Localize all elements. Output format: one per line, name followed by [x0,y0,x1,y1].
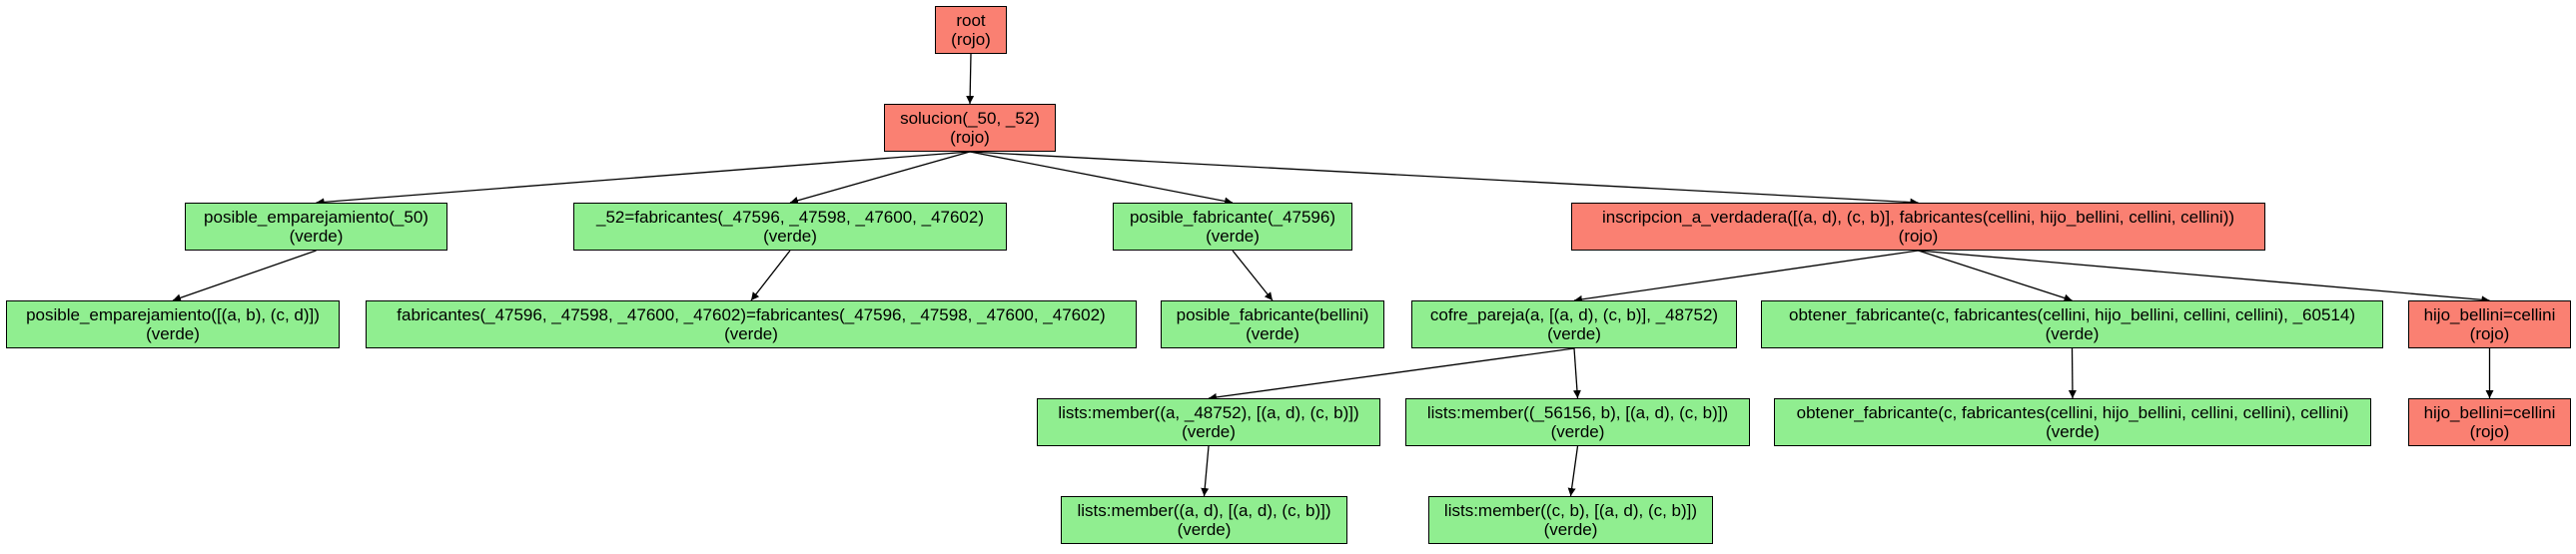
edge-pos-fab-to-pos-fab2 [1232,250,1274,301]
node-status: (verde) [1177,520,1232,539]
node-solucion: solucion(_50, _52)(rojo) [884,104,1056,152]
node-status: (verde) [1547,324,1601,343]
node-label: posible_emparejamiento(_50) [204,208,429,227]
node-label: obtener_fabricante(c, fabricantes(cellin… [1796,403,2349,422]
node-status: (verde) [2046,422,2100,441]
edge-mem1-to-mem1b [1201,445,1210,497]
node-status: (verde) [724,324,778,343]
node-mem1: lists:member((a, _48752), [(a, d), (c, b… [1037,398,1380,446]
node-status: (rojo) [951,30,991,49]
node-status: (verde) [1206,227,1260,246]
node-pos-fab: posible_fabricante(_47596)(verde) [1113,203,1352,251]
node-status: (verde) [1246,324,1299,343]
node-status: (rojo) [1898,227,1939,246]
node-label: solucion(_50, _52) [900,109,1040,128]
edge-solucion-to-inscr [969,151,1919,207]
node-label: lists:member((a, _48752), [(a, d), (c, b… [1058,403,1359,422]
node-status: (verde) [1182,422,1236,441]
node-hijo2: hijo_bellini=cellini(rojo) [2408,398,2571,446]
edge-pos-emp-to-pos-emp2 [172,250,317,302]
node-label: lists:member((c, b), [(a, d), (c, b)]) [1443,501,1698,520]
node-status: (verde) [1550,422,1605,441]
edge-root-to-solucion [966,53,975,105]
node-cofre: cofre_pareja(a, [(a, d), (c, b)], _48752… [1411,300,1737,348]
edge-obt-to-obt2 [2068,347,2077,399]
node-status: (verde) [763,227,817,246]
edge-eq52-to-fab-eq [750,250,791,301]
node-label: hijo_bellini=cellini [2423,403,2556,422]
node-pos-emp2: posible_emparejamiento([(a, b), (c, d)])… [6,300,340,348]
node-mem1b: lists:member((a, d), [(a, d), (c, b)])(v… [1061,496,1347,544]
node-pos-fab2: posible_fabricante(bellini)(verde) [1161,300,1384,348]
node-inscr: inscripcion_a_verdadera([(a, d), (c, b)]… [1571,203,2265,251]
edge-inscr-to-obt [1918,250,2073,302]
node-label: posible_fabricante(bellini) [1176,305,1369,324]
node-label: hijo_bellini=cellini [2423,305,2556,324]
node-label: root [956,11,986,30]
edge-cofre-to-mem1 [1208,347,1575,401]
edge-solucion-to-pos-emp [316,151,971,207]
node-status: (rojo) [950,128,990,147]
node-status: (verde) [2045,324,2100,343]
node-label: _52=fabricantes(_47596, _47598, _47600, … [595,208,985,227]
node-obt: obtener_fabricante(c, fabricantes(cellin… [1761,300,2383,348]
node-status: (verde) [1543,520,1598,539]
node-label: fabricantes(_47596, _47598, _47600, _476… [397,305,1106,324]
node-eq52: _52=fabricantes(_47596, _47598, _47600, … [573,203,1007,251]
edge-solucion-to-pos-fab [969,151,1234,206]
node-label: lists:member((a, d), [(a, d), (c, b)]) [1077,501,1331,520]
node-fab-eq: fabricantes(_47596, _47598, _47600, _476… [366,300,1137,348]
node-label: posible_emparejamiento([(a, b), (c, d)]) [26,305,320,324]
edge-mem2-to-mem2b [1567,445,1579,497]
node-pos-emp: posible_emparejamiento(_50)(verde) [185,203,447,251]
node-obt2: obtener_fabricante(c, fabricantes(cellin… [1774,398,2371,446]
node-label: cofre_pareja(a, [(a, d), (c, b)], _48752… [1429,305,1719,324]
node-root: root(rojo) [935,6,1007,54]
node-mem2b: lists:member((c, b), [(a, d), (c, b)])(v… [1428,496,1713,544]
edge-inscr-to-hijo [1918,250,2490,304]
node-hijo: hijo_bellini=cellini(rojo) [2408,300,2571,348]
edge-cofre-to-mem2 [1572,347,1581,399]
node-status: (rojo) [2469,422,2510,441]
edge-inscr-to-cofre [1573,250,1919,303]
edge-solucion-to-eq52 [789,151,971,205]
node-label: lists:member((_56156, b), [(a, d), (c, b… [1426,403,1729,422]
node-label: inscripcion_a_verdadera([(a, d), (c, b)]… [1601,208,2235,227]
node-label: obtener_fabricante(c, fabricantes(cellin… [1789,305,2355,324]
node-label: posible_fabricante(_47596) [1129,208,1336,227]
node-status: (rojo) [2469,324,2510,343]
node-status: (verde) [289,227,344,246]
node-mem2: lists:member((_56156, b), [(a, d), (c, b… [1405,398,1750,446]
node-status: (verde) [146,324,200,343]
